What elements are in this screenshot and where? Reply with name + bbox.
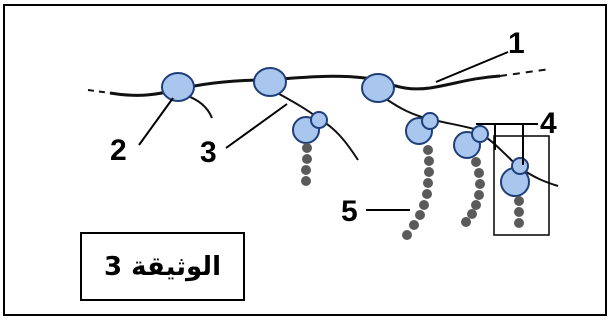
ribosome-3 — [361, 73, 395, 103]
ribosome-c-small — [471, 125, 489, 143]
label-3: 3 — [200, 136, 217, 169]
leader-line-2 — [138, 97, 174, 146]
ribosome-1 — [161, 72, 195, 102]
document-caption-box: الوثيقة 3 — [80, 232, 245, 301]
leader-line-3 — [225, 103, 288, 149]
ribosome-a-small — [310, 111, 328, 129]
ribosome-2 — [253, 67, 287, 97]
strand-dashed-right — [499, 68, 551, 77]
outer-border — [3, 4, 607, 316]
strand-dashed-left — [87, 89, 111, 94]
polypeptide-chain-a — [301, 143, 312, 186]
label-2: 2 — [110, 134, 127, 167]
polypeptide-chain-c — [461, 157, 485, 227]
ribosome-b-small — [421, 112, 439, 130]
polypeptide-chain-d — [514, 196, 524, 228]
label-5: 5 — [341, 195, 358, 228]
polypeptide-chain-b — [402, 145, 434, 240]
label-1: 1 — [508, 27, 525, 60]
label-4: 4 — [540, 107, 557, 140]
highlight-box — [493, 135, 550, 236]
leader-line-1 — [435, 51, 509, 83]
tail-1 — [184, 94, 213, 119]
ribosome-d-small — [511, 157, 529, 175]
document-caption: الوثيقة 3 — [104, 251, 221, 282]
